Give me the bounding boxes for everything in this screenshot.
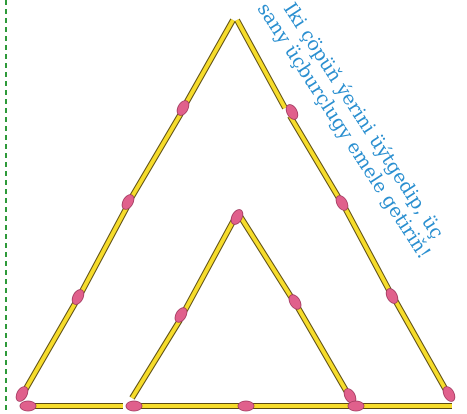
matchstick[interactable] — [184, 216, 236, 312]
matchstick[interactable] — [344, 206, 390, 292]
match-head-icon — [126, 401, 142, 411]
matchstick[interactable] — [130, 110, 183, 200]
instruction-line-2: sany üçburçlugy emele getiriň! — [253, 0, 435, 263]
match-head-icon — [238, 401, 254, 411]
matchstick[interactable] — [24, 300, 77, 392]
instruction-line-1: Iki çöpüň ýerini üýtgedip, üç — [279, 0, 448, 243]
matchstick[interactable] — [185, 20, 233, 105]
matchstick[interactable] — [80, 205, 128, 295]
matchstick[interactable] — [240, 216, 293, 300]
match-head-icon — [348, 401, 364, 411]
match-head-icon — [20, 401, 36, 411]
matchstick[interactable] — [395, 300, 447, 392]
matchstick[interactable] — [297, 306, 348, 394]
matchstick[interactable] — [132, 320, 180, 398]
